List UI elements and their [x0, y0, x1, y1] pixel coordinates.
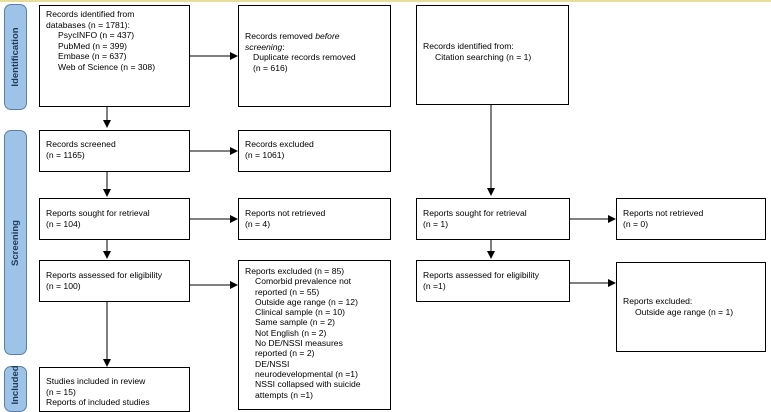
assessed-left-count: (n = 100): [46, 280, 81, 291]
removed-screening-emphasis: screening: [245, 41, 283, 52]
reports-excluded-right-reason: Outside age range (n = 1): [635, 306, 734, 317]
not-retrieved-right-label: Reports not retrieved: [623, 208, 704, 218]
phase-identification: Identification: [4, 4, 27, 110]
removed-duplicates: Duplicate records removed: [253, 52, 356, 62]
not-retrieved-left-count: (n = 4): [245, 218, 271, 229]
removed-duplicates-count: (n = 616): [253, 62, 288, 73]
sought-right-label: Reports sought for retrieval: [423, 208, 527, 218]
reason-comorbid-2: reported (n = 55): [255, 286, 320, 297]
reports-excluded-left-total: Reports excluded (n = 85): [245, 266, 345, 276]
removed-line-1: Records removed before: [245, 31, 384, 42]
box-reports-not-retrieved-right: Reports not retrieved (n = 0): [616, 198, 766, 240]
reason-neurodev-1: DE/NSSI: [255, 358, 290, 369]
databases-line-1: Records identified from: [46, 9, 135, 19]
included-count: (n = 15): [46, 386, 76, 397]
reason-no-measures-1: No DE/NSSI measures: [255, 338, 343, 349]
removed-colon: :: [282, 41, 285, 52]
reports-excluded-right-label: Reports excluded:: [623, 296, 693, 306]
box-reports-excluded-left: Reports excluded (n = 85) Comorbid preva…: [238, 260, 391, 410]
reason-comorbid-1: Comorbid prevalence not: [255, 276, 352, 287]
box-records-screened: Records screened (n = 1165): [39, 130, 190, 172]
removed-line-2: screening:: [245, 42, 384, 53]
box-studies-included: Studies included in review (n = 15) Repo…: [39, 367, 190, 412]
reason-no-measures-2: reported (n = 2): [255, 348, 315, 359]
screened-count: (n = 1165): [46, 149, 85, 160]
sought-left-count: (n = 104): [46, 218, 81, 229]
box-reports-sought-right: Reports sought for retrieval (n = 1): [416, 198, 570, 240]
excluded-label: Records excluded: [245, 139, 314, 149]
sought-right-count: (n = 1): [423, 218, 449, 229]
not-retrieved-right-count: (n = 0): [623, 218, 649, 229]
databases-web-of-science: Web of Science (n = 308): [58, 61, 156, 72]
reason-suicide-1: NSSI collapsed with suicide: [255, 379, 361, 390]
reason-suicide-2: attempts (n =1): [255, 389, 314, 400]
databases-line-2: databases (n = 1781):: [46, 19, 130, 30]
top-border-line: [0, 0, 771, 2]
box-reports-not-retrieved-left: Reports not retrieved (n = 4): [238, 198, 391, 240]
box-records-identified-databases: Records identified from databases (n = 1…: [39, 5, 190, 107]
not-retrieved-left-label: Reports not retrieved: [245, 208, 326, 218]
databases-pubmed: PubMed (n = 399): [58, 40, 128, 51]
assessed-right-label: Reports assessed for eligibility: [423, 270, 540, 280]
reason-age-range: Outside age range (n = 12): [255, 296, 358, 307]
citation-searching: Citation searching (n = 1): [435, 51, 532, 62]
box-reports-assessed-left: Reports assessed for eligibility (n = 10…: [39, 260, 190, 302]
reason-neurodev-2: neurodevelopmental (n =1): [255, 368, 358, 379]
reason-not-english: Not English (n = 2): [255, 327, 327, 338]
removed-before-emphasis: before: [315, 31, 340, 41]
citation-line-1: Records identified from:: [423, 41, 514, 51]
included-label: Studies included in review: [46, 376, 146, 386]
databases-embase: Embase (n = 637): [58, 51, 127, 61]
sought-left-label: Reports sought for retrieval: [46, 208, 150, 218]
excluded-count: (n = 1061): [245, 149, 285, 160]
phase-screening: Screening: [4, 130, 27, 355]
assessed-left-label: Reports assessed for eligibility: [46, 270, 163, 280]
box-reports-sought-left: Reports sought for retrieval (n = 104): [39, 198, 190, 240]
box-reports-excluded-right: Reports excluded: Outside age range (n =…: [616, 262, 766, 352]
included-reports: Reports of included studies: [46, 397, 150, 407]
reason-clinical-sample: Clinical sample (n = 10): [255, 307, 346, 318]
databases-psycinfo: PsycINFO (n = 437): [58, 30, 135, 40]
box-records-removed: Records removed before screening: Duplic…: [238, 5, 391, 107]
reason-same-sample: Same sample (n = 2): [255, 317, 336, 328]
assessed-right-count: (n =1): [423, 280, 446, 291]
screened-label: Records screened: [46, 139, 116, 149]
box-records-identified-citation: Records identified from: Citation search…: [416, 5, 569, 105]
box-reports-assessed-right: Reports assessed for eligibility (n =1): [416, 260, 570, 302]
removed-prefix: Records removed: [245, 31, 316, 41]
box-records-excluded: Records excluded (n = 1061): [238, 130, 391, 172]
